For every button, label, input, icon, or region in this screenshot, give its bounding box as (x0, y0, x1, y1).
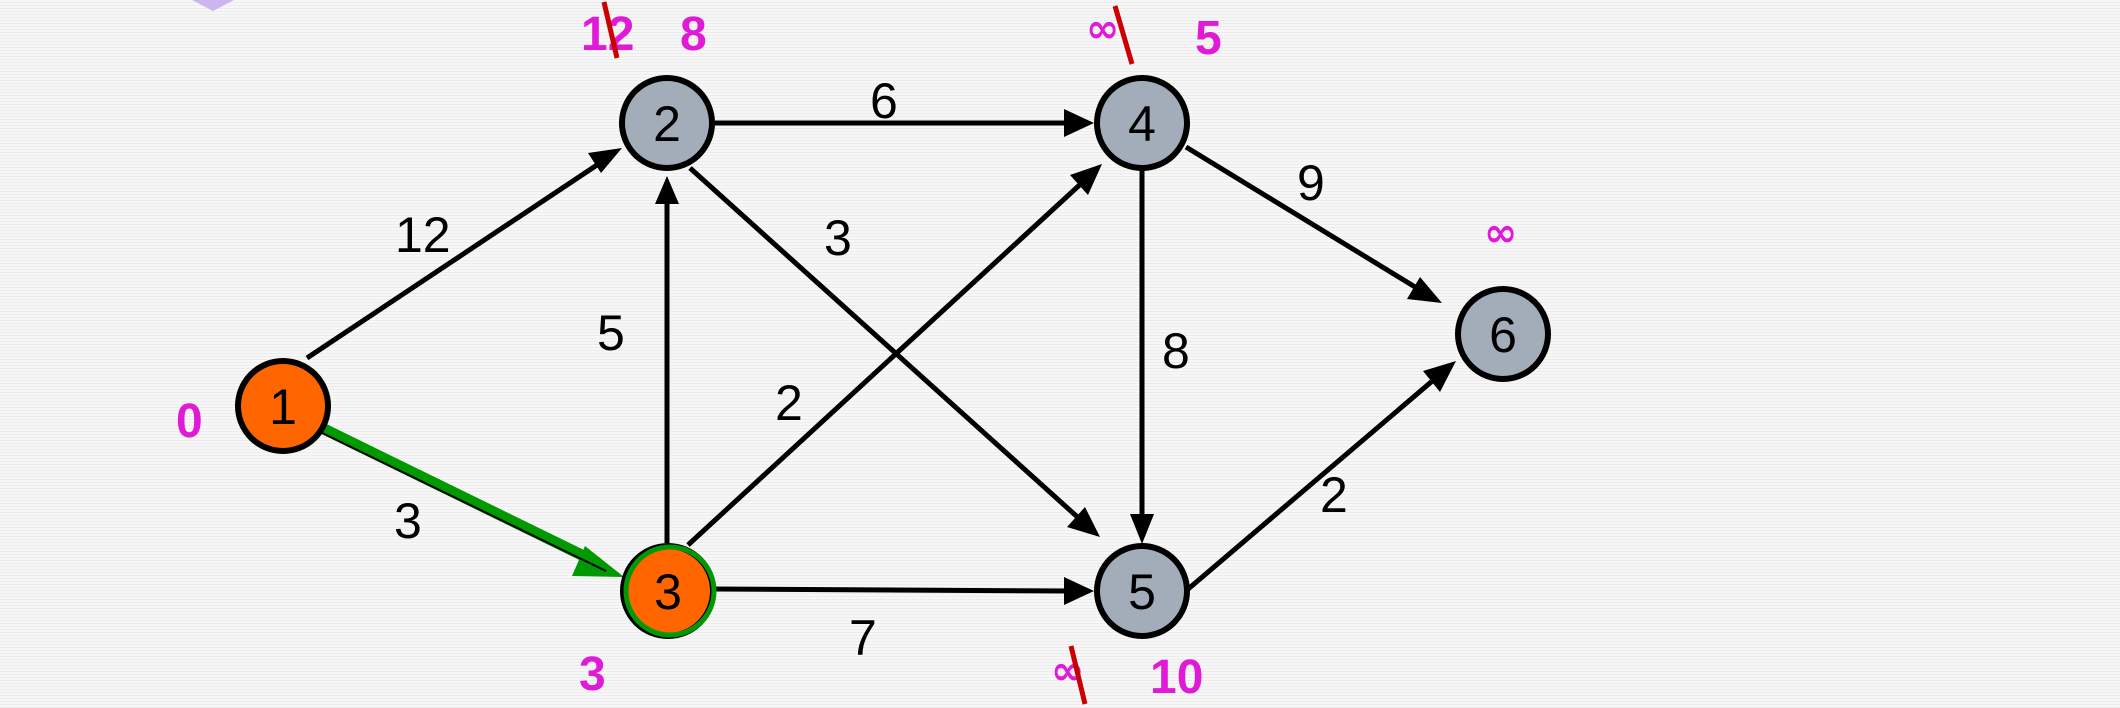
slide-bullet-decoration (192, 0, 234, 11)
node-2-circle (619, 75, 715, 171)
edge-weight-1-2: 12 (395, 207, 451, 263)
distance-node-6: ∞ (1484, 210, 1517, 256)
node-5-label: 5 (1128, 564, 1156, 620)
edge-3-4 (686, 178, 1087, 547)
node-6-circle (1455, 286, 1551, 382)
edge-1-3-inner (317, 430, 607, 572)
edge-3-5 (714, 586, 1071, 594)
edges-group (305, 109, 1456, 605)
edge-weight-2-4: 6 (870, 73, 898, 129)
node-6-label: 6 (1489, 307, 1517, 363)
nodes-group: 1 2 3 4 5 6 (235, 75, 1551, 639)
node-1[interactable]: 1 (235, 358, 331, 454)
node-4[interactable]: 4 (1094, 75, 1190, 171)
arrowhead-5-6 (1423, 361, 1456, 392)
distance-node-4-old: ∞ (1086, 6, 1119, 52)
arrowhead-3-4 (1070, 164, 1102, 195)
node-1-label: 1 (269, 379, 297, 435)
strike-node-4-old (1112, 5, 1135, 65)
node-5[interactable]: 5 (1094, 543, 1190, 639)
edge-weight-4-6: 9 (1297, 155, 1325, 211)
edge-1-3[interactable] (317, 422, 601, 568)
node-6[interactable]: 6 (1455, 286, 1551, 382)
arrowhead-2-5 (1067, 507, 1100, 537)
edge-weight-3-5: 7 (849, 610, 877, 666)
arrowhead-1-3 (572, 546, 624, 577)
node-4-circle (1094, 75, 1190, 171)
node-2[interactable]: 2 (619, 75, 715, 171)
edge-weight-4-5: 8 (1162, 323, 1190, 379)
distance-labels: 0 12 8 3 ∞ 5 ∞ 10 ∞ (176, 1, 1517, 705)
strike-node-5-old (1068, 645, 1088, 705)
distance-node-1: 0 (176, 395, 203, 448)
arrowhead-4-6 (1407, 277, 1442, 303)
edge-2-5 (688, 166, 1085, 524)
node-1-circle (235, 358, 331, 454)
distance-node-4-current: 5 (1195, 12, 1222, 65)
arrowhead-2-4 (1064, 109, 1094, 137)
node-4-label: 4 (1128, 96, 1156, 152)
strike-node-2-old (601, 1, 620, 59)
edge-weight-3-2: 5 (597, 305, 625, 361)
edge-5-6 (1185, 375, 1439, 592)
distance-node-3: 3 (579, 648, 606, 701)
edge-weight-3-4: 2 (775, 375, 803, 431)
node-2-label: 2 (653, 96, 681, 152)
node-3-selection-ring (623, 544, 717, 638)
edge-weight-2-5: 3 (824, 210, 852, 266)
arrowhead-3-2 (655, 176, 679, 204)
arrowhead-4-5 (1130, 514, 1154, 544)
distance-node-2-current: 8 (680, 8, 707, 61)
arrowhead-3-5 (1064, 577, 1094, 605)
arrowhead-1-2 (588, 148, 622, 173)
node-3-label: 3 (654, 564, 682, 620)
distance-node-5-current: 10 (1150, 651, 1203, 704)
node-5-circle (1094, 543, 1190, 639)
edge-4-6 (1184, 144, 1422, 293)
edge-weight-5-6: 2 (1320, 467, 1348, 523)
node-3[interactable]: 3 (620, 543, 717, 639)
edge-1-2 (305, 152, 614, 361)
edge-weight-1-3: 3 (394, 493, 422, 549)
edge-weight-labels: 12 3 5 6 3 2 7 8 9 2 (394, 73, 1348, 666)
